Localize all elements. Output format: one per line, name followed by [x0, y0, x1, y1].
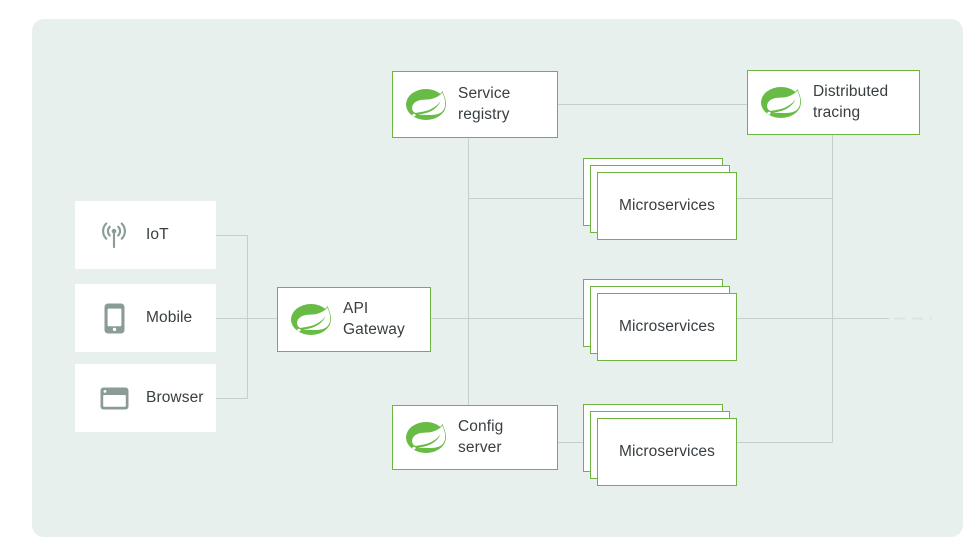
spring-leaf-icon [406, 89, 446, 120]
node-distributed-tracing: Distributed tracing [747, 70, 920, 135]
node-label: Microservices [618, 442, 716, 460]
node-api-gateway: API Gateway [277, 287, 431, 352]
spring-leaf-icon [761, 87, 801, 118]
spring-leaf-icon [406, 422, 446, 453]
node-label: Config server [458, 418, 504, 456]
node-label: Browser [146, 388, 204, 406]
stack-card-front: Microservices [597, 418, 737, 486]
node-config-server: Config server [392, 405, 558, 470]
node-label: Microservices [618, 196, 716, 214]
spring-leaf-icon [291, 304, 331, 335]
node-label: Distributed tracing [813, 83, 889, 121]
node-microservices-top: Microservices [583, 158, 737, 240]
node-mobile: Mobile [75, 284, 216, 352]
smartphone-icon [96, 303, 132, 334]
node-service-registry: Service registry [392, 71, 558, 138]
node-label: Service registry [458, 85, 511, 123]
node-label: IoT [146, 225, 169, 243]
node-microservices-bottom: Microservices [583, 404, 737, 486]
node-label: API Gateway [343, 300, 405, 338]
node-label: Microservices [618, 317, 716, 335]
node-label: Mobile [146, 308, 193, 326]
antenna-icon [96, 221, 132, 250]
node-microservices-middle: Microservices [583, 279, 737, 361]
stack-card-front: Microservices [597, 172, 737, 240]
browser-window-icon [96, 387, 132, 410]
node-iot: IoT [75, 201, 216, 269]
node-browser: Browser [75, 364, 216, 432]
stack-card-front: Microservices [597, 293, 737, 361]
